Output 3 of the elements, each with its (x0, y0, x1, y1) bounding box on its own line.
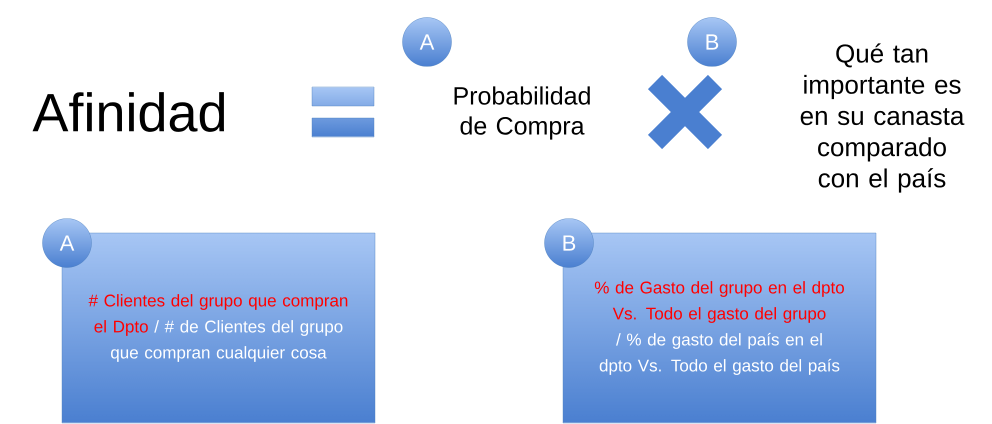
text-label: Probabilidad de Compra (454, 86, 590, 140)
text-label: Qué tan importante es en su canasta comparado con el país (800, 43, 964, 193)
text-label: Afinidad (32, 92, 224, 132)
